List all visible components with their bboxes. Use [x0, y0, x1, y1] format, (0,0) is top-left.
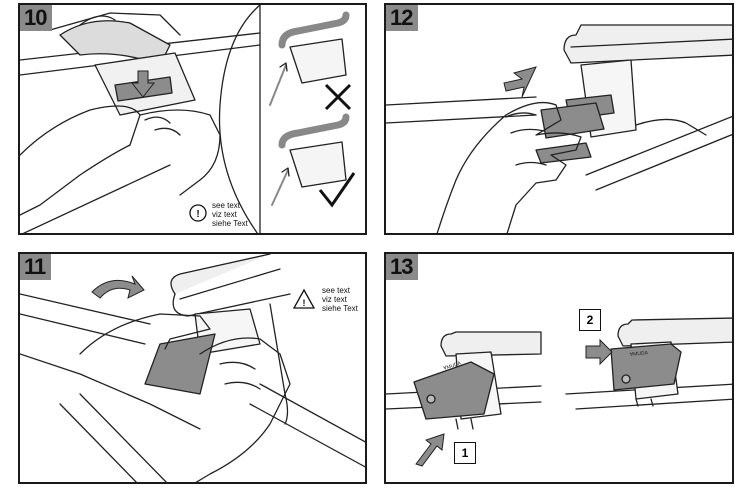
note-line: siehe Text	[322, 304, 358, 313]
curved-arrow-icon	[91, 275, 145, 299]
brand-mark: ⱯMUDA	[443, 360, 463, 372]
note-line: see text	[322, 286, 351, 295]
right-arrow-icon	[585, 338, 613, 366]
down-arrow-icon	[130, 70, 156, 98]
warning-triangle-icon	[292, 288, 316, 309]
step-11-panel: ! 11 see text viz text siehe Text	[18, 252, 367, 484]
step-10-panel: ! 10 see text viz text siehe Text	[18, 3, 367, 235]
svg-text:!: !	[196, 209, 199, 220]
brand-mark: ⱯMUDA	[630, 350, 649, 358]
step-12-panel: 12	[384, 3, 734, 235]
left-arrow-icon	[503, 66, 537, 98]
note-line: viz text	[212, 210, 237, 219]
note-line: see text	[212, 201, 241, 210]
step-13-panel: ⱯMUDA ⱯMUDA 13 1 2	[384, 252, 734, 484]
see-text-note: see text viz text siehe Text	[212, 201, 248, 228]
step-number: 12	[386, 5, 419, 31]
svg-text:!: !	[303, 298, 306, 308]
callout-2: 2	[579, 309, 601, 331]
step-number: 11	[20, 254, 52, 280]
see-text-note: see text viz text siehe Text	[322, 286, 358, 313]
step-10-illustration: !	[20, 5, 356, 233]
note-line: siehe Text	[212, 219, 248, 228]
step-13-illustration: ⱯMUDA ⱯMUDA	[386, 317, 732, 467]
step-12-illustration	[386, 24, 732, 233]
cross-icon	[324, 83, 352, 111]
note-line: viz text	[322, 295, 347, 304]
check-icon	[318, 172, 356, 208]
callout-1: 1	[454, 442, 476, 464]
step-11-illustration: !	[20, 254, 365, 482]
diagonal-arrow-icon	[415, 433, 445, 467]
info-circle-icon	[189, 204, 207, 222]
step-number: 13	[386, 254, 419, 280]
step-number: 10	[20, 5, 53, 31]
